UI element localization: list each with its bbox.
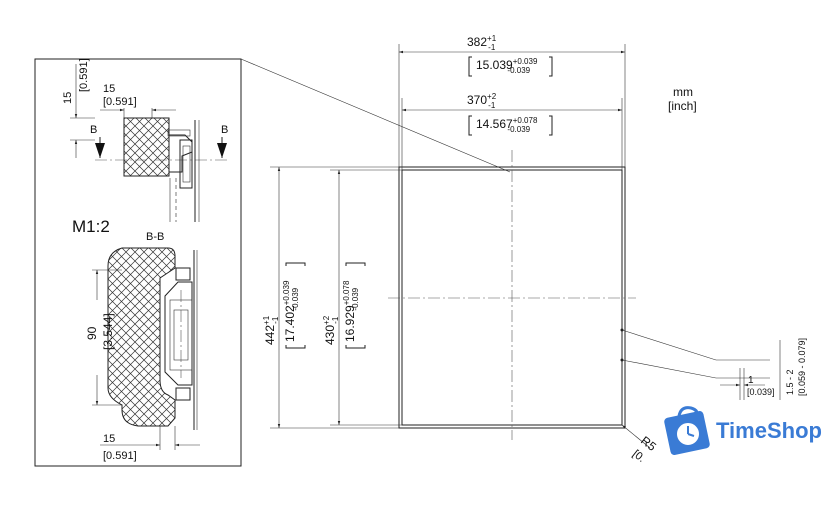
edge-b-inch: [0.059 - 0.079] xyxy=(797,338,807,396)
inner-height-inch: 16.929+0.078-0.039 xyxy=(342,280,360,342)
brand-name: TimeShop xyxy=(716,418,822,443)
dim-bottom-horizontal: 15 [0.591] xyxy=(100,426,200,462)
scale-label: M1:2 xyxy=(72,217,110,236)
unit-inch: [inch] xyxy=(668,99,697,113)
frame-section-top xyxy=(123,117,170,177)
dim-outer-width: 382+1-1 15.039+0.039-0.039 xyxy=(398,34,626,167)
inner-width-mm: 370+2-1 xyxy=(467,92,497,110)
hinge-mechanism-top xyxy=(167,120,200,222)
clock-bag-icon xyxy=(664,406,710,455)
frame-section-profile xyxy=(107,247,176,427)
unit-mm: mm xyxy=(673,85,693,99)
brand-watermark: TimeShop xyxy=(664,406,822,455)
section-marker-left: B xyxy=(90,124,105,158)
dim-height-mm: 90 xyxy=(85,326,99,340)
dim-top-vertical-mm: 15 xyxy=(62,92,74,104)
outer-width-mm: 382+1-1 xyxy=(467,34,497,52)
dim-height-90: 90 [3.544] xyxy=(85,269,122,406)
detail-frame xyxy=(34,58,242,467)
inner-width-inch: 14.567+0.078-0.039 xyxy=(476,116,538,134)
section-marker-right: B xyxy=(217,124,228,158)
dim-top-horizontal-inch: [0.591] xyxy=(103,96,137,108)
detail-view: 15 [0.591] 15 [0.591] B B xyxy=(34,58,511,467)
section-marker-left-label: B xyxy=(90,124,97,136)
dim-top-vertical: 15 [0.591] xyxy=(62,58,95,158)
edge-b-mm: 1.5 - 2 xyxy=(785,369,795,395)
dim-bottom-horizontal-inch: [0.591] xyxy=(103,450,137,462)
dim-inner-height: 430+2-1 16.929+0.078-0.039 xyxy=(322,169,402,426)
dim-top-vertical-inch: [0.591] xyxy=(78,58,90,92)
dim-inner-width: 370+2-1 14.567+0.078-0.039 xyxy=(401,92,623,170)
edge-a-mm: 1 xyxy=(748,375,754,386)
edge-detail: 1 [0.039] 1.5 - 2 [0.059 - 0.079] xyxy=(620,328,807,400)
outer-height-inch: 17.402+0.039-0.039 xyxy=(282,280,300,342)
outer-width-inch: 15.039+0.039-0.039 xyxy=(476,57,538,75)
radius-inch-partial: [0. xyxy=(630,448,647,465)
hinge-mechanism-section xyxy=(164,250,198,430)
dim-outer-height: 442+1-1 17.402+0.039-0.039 xyxy=(262,166,399,429)
detail-leader-line xyxy=(240,58,511,173)
edge-a-inch: [0.039] xyxy=(747,387,775,397)
dim-top-horizontal-mm: 15 xyxy=(103,83,115,95)
inner-height-mm: 430+2-1 xyxy=(322,315,340,345)
main-view: 382+1-1 15.039+0.039-0.039 370+2-1 14.56… xyxy=(262,34,807,465)
radius-callout: R5 [0. xyxy=(621,424,659,465)
dim-height-inch: [3.544] xyxy=(101,313,115,350)
outer-height-mm: 442+1-1 xyxy=(262,315,280,345)
dim-bottom-horizontal-mm: 15 xyxy=(103,433,115,445)
section-marker-right-label: B xyxy=(221,124,228,136)
dim-top-horizontal: 15 [0.591] xyxy=(100,83,176,118)
section-label: B-B xyxy=(146,231,164,243)
